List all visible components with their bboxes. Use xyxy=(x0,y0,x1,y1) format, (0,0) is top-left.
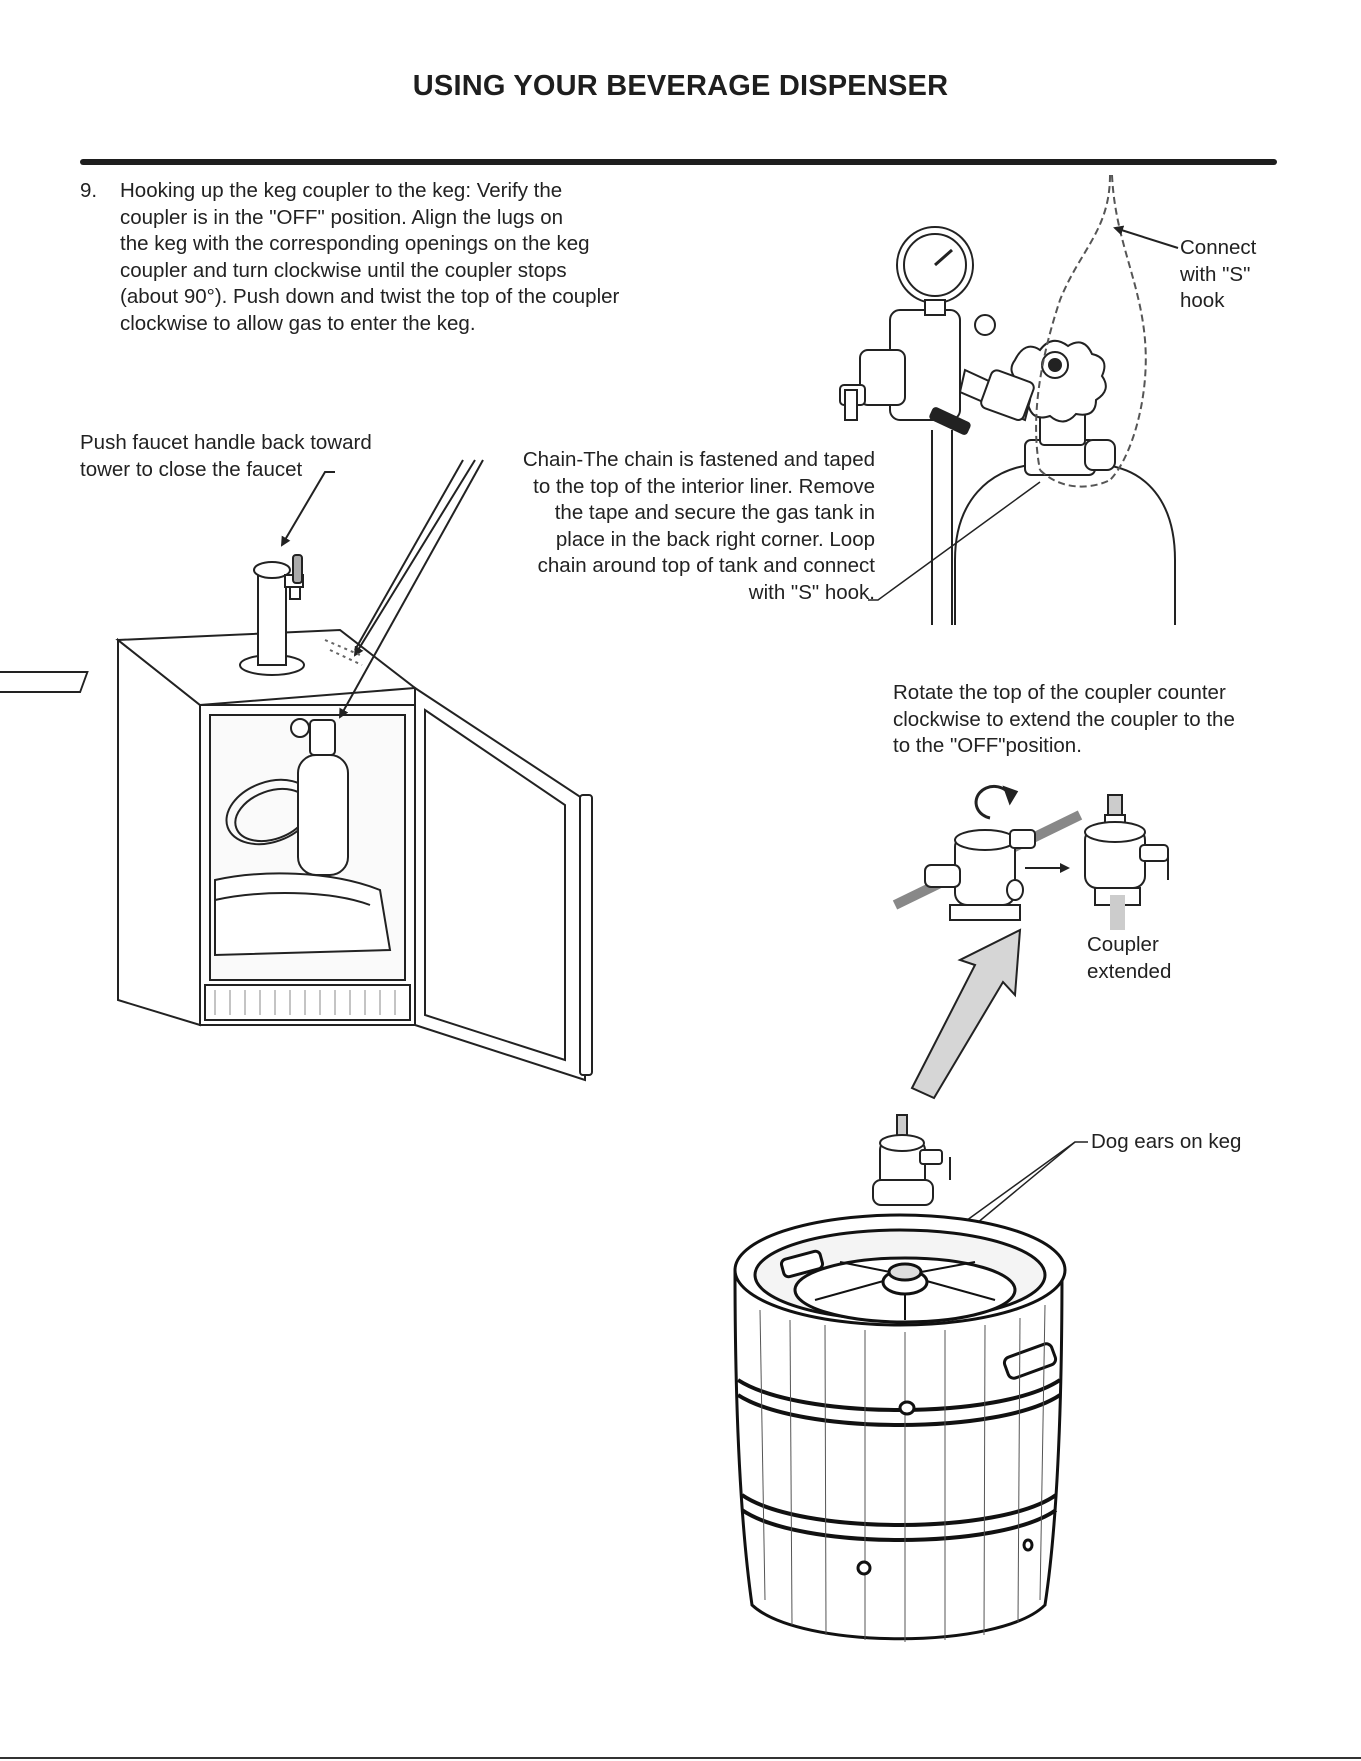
keg-coupler-icon xyxy=(892,810,1083,921)
step-line: coupler is in the "OFF" position. Align … xyxy=(120,205,564,229)
coupler-on-keg-icon xyxy=(872,1114,951,1206)
chain-arrow-shaft xyxy=(354,459,464,651)
callout-line: Chain-The chain is fastened and taped xyxy=(522,448,875,471)
faucet-arrow xyxy=(280,471,335,547)
rotate-coupler-callout: Rotate the top of the coupler counter cl… xyxy=(893,680,1235,760)
faucet-callout: Push faucet handle back toward tower to … xyxy=(80,430,440,483)
step-line: clockwise to allow gas to enter the keg. xyxy=(120,311,476,335)
chain-arrow-liner xyxy=(339,459,484,719)
callout-line: hook xyxy=(1180,289,1225,312)
callout-line: Connect xyxy=(1180,236,1257,259)
dog-ears-label: Dog ears on keg xyxy=(1091,1130,1242,1153)
beverage-dispenser-icon xyxy=(0,554,593,1082)
step-line: the keg with the corresponding openings … xyxy=(120,232,590,255)
callout-line: Coupler xyxy=(1087,933,1159,956)
callout-line: to the "OFF"position. xyxy=(893,734,1082,757)
step-line: (about 90°). Push down and twist the top… xyxy=(120,285,620,308)
page-bottom-border xyxy=(0,1757,1361,1759)
chain-taped-marks xyxy=(324,639,363,666)
callout-line: with "S" xyxy=(1180,262,1251,286)
gas-tank-regulator-icon xyxy=(839,226,1176,625)
callout-line: tower to close the faucet xyxy=(80,457,303,481)
connect-hook-arrow xyxy=(1113,225,1179,249)
title-divider xyxy=(80,159,1277,165)
step-instructions: Hooking up the keg coupler to the keg: V… xyxy=(120,178,680,337)
callout-line: place in the back right corner. Loop xyxy=(555,527,875,551)
keg-icon xyxy=(733,1213,1067,1642)
page-title: USING YOUR BEVERAGE DISPENSER xyxy=(412,70,949,102)
rotate-arrow-icon xyxy=(974,784,1019,820)
coupler-extended-icon xyxy=(1084,794,1169,930)
chain-icon xyxy=(1035,174,1147,488)
callout-line: with "S" hook. xyxy=(748,580,875,604)
callout-line: clockwise to extend the coupler to the xyxy=(893,707,1235,731)
callout-line: Push faucet handle back toward xyxy=(80,431,372,454)
chain-leader-line xyxy=(868,481,1041,601)
callout-line: to the top of the interior liner. Remove xyxy=(533,474,875,498)
chain-callout: Chain-The chain is fastened and taped to… xyxy=(460,447,875,606)
step-line: coupler and turn clockwise until the cou… xyxy=(120,258,567,282)
callout-line: extended xyxy=(1087,959,1172,983)
coupler-extended-label: Coupler extended xyxy=(1087,932,1171,985)
step-number: 9. xyxy=(80,179,98,202)
callout-line: the tape and secure the gas tank in xyxy=(554,501,875,524)
callout-line: Rotate the top of the coupler counter xyxy=(893,681,1226,704)
insert-coupler-arrow xyxy=(910,928,1022,1100)
chain-arrow-tank xyxy=(353,459,476,657)
connect-hook-callout: Connect with "S" hook xyxy=(1180,235,1256,315)
step-line: Hooking up the keg coupler to the keg: V… xyxy=(120,179,563,202)
callout-line: chain around top of tank and connect xyxy=(537,554,875,577)
